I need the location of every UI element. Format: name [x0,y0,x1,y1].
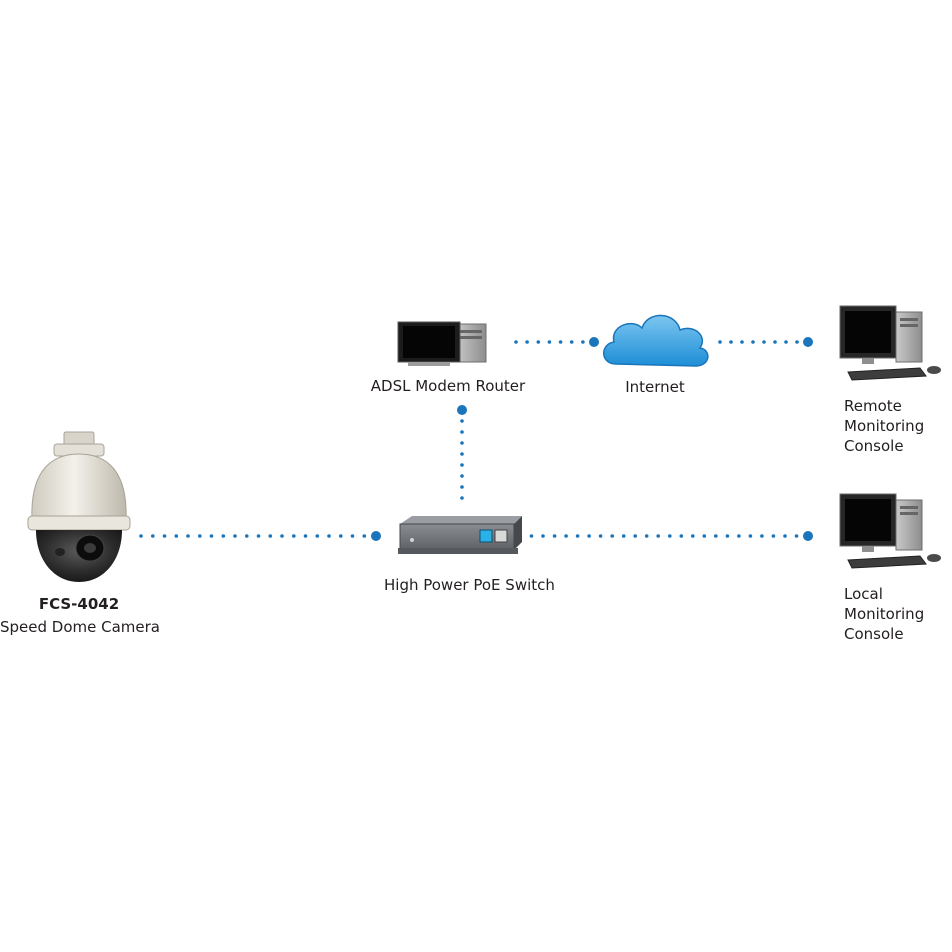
link-dot [552,534,557,538]
link-dot [740,340,744,344]
link-internet-remote_console [718,337,813,347]
link-dot [362,534,367,538]
link-dot [714,534,718,538]
link-dot [718,340,722,344]
link-dot [233,534,237,538]
link-dot [773,340,777,344]
camera-description-label: Speed Dome Camera [0,618,160,636]
link-dot [460,485,464,489]
link-dot [729,340,733,344]
link-dot [209,534,214,538]
link-dot [460,452,464,456]
link-dot [162,534,167,538]
link-dot [633,534,637,538]
link-dot [737,534,741,538]
poe-switch-icon [398,516,522,554]
local-console-label-line: Monitoring [844,605,925,623]
link-dot [460,496,464,500]
remote-console-label-line: Remote [844,397,902,415]
link-dot [151,534,155,538]
link-dot [460,463,464,467]
router-label: ADSL Modem Router [370,377,526,395]
link-camera-switch [139,531,381,541]
link-dot [280,534,284,538]
link-dot [460,430,464,434]
link-endpoint [803,337,813,347]
link-dot [315,534,320,538]
link-router-internet [514,337,599,347]
link-dot [783,534,787,538]
local-console-label-line: Local [844,585,883,603]
remote-console-label-line: Monitoring [844,417,925,435]
link-dot [547,340,552,344]
local-monitoring-console-icon [839,493,941,569]
connection-lines [139,337,813,541]
switch-label: High Power PoE Switch [384,576,555,594]
link-dot [303,534,308,538]
remote-console-label-line: Console [844,437,904,455]
link-dot [268,534,273,538]
link-dot [621,534,626,538]
link-dot [536,340,541,344]
link-dot [587,534,591,538]
link-dot [610,534,614,538]
link-dot [514,340,518,344]
link-dot [529,534,534,538]
link-dot [784,340,788,344]
link-endpoint [457,405,467,415]
link-dot [564,534,568,538]
link-dot [725,534,730,538]
link-dot [525,340,529,344]
link-dot [460,419,464,423]
link-dot [668,534,672,538]
link-dot [139,534,143,538]
link-dot [691,534,695,538]
link-switch-local_console [518,531,813,541]
internet-cloud-icon [603,314,709,367]
link-dot [794,534,799,538]
link-dot [541,534,545,538]
link-dot [598,534,603,538]
link-dot [460,441,464,445]
internet-label: Internet [625,378,685,396]
link-dot [575,534,580,538]
link-dot [339,534,343,538]
link-dot [771,534,776,538]
link-dot [460,474,464,478]
link-dot [569,340,574,344]
link-dot [558,340,563,344]
link-dot [702,534,707,538]
link-dot [748,534,753,538]
link-dot [751,340,755,344]
link-endpoint [371,531,381,541]
link-dot [174,534,179,538]
link-endpoint [589,337,599,347]
adsl-modem-router-icon [397,321,487,366]
link-endpoint [803,531,813,541]
speed-dome-camera-icon [27,431,131,582]
link-dot [760,534,764,538]
remote-monitoring-console-icon [839,305,941,381]
link-dot [186,534,190,538]
link-dot [581,340,585,344]
link-dot [256,534,261,538]
link-dot [644,534,649,538]
link-dot [221,534,226,538]
link-dot [327,534,331,538]
link-switch-router [457,405,467,500]
local-console-label-line: Console [844,625,904,643]
link-dot [656,534,660,538]
link-dot [795,340,799,344]
camera-model-label: FCS-4042 [38,595,120,613]
link-dot [292,534,296,538]
link-dot [679,534,684,538]
link-dot [198,534,202,538]
link-dot [245,534,249,538]
link-dot [350,534,355,538]
link-dot [762,340,766,344]
